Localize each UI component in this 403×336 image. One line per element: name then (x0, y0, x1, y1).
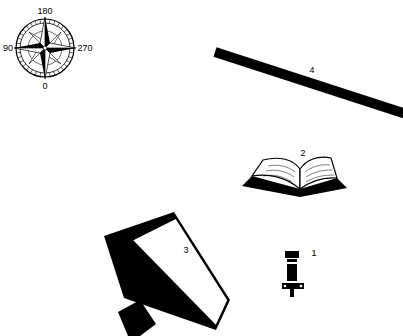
callout-number: 4 (309, 66, 314, 75)
callout-number: 1 (311, 249, 316, 258)
compass-degree: 0 (42, 82, 47, 91)
bar (215, 52, 403, 114)
compass-rose (14, 17, 76, 79)
callout-number: 3 (183, 246, 188, 255)
softbox-light (104, 212, 230, 336)
compass-degree: 90 (3, 44, 13, 53)
compass-degree: 270 (77, 44, 92, 53)
open-book (242, 157, 347, 197)
compass-degree: 180 (37, 7, 52, 16)
callout-number: 2 (300, 149, 305, 158)
camera-on-tripod (282, 251, 304, 297)
